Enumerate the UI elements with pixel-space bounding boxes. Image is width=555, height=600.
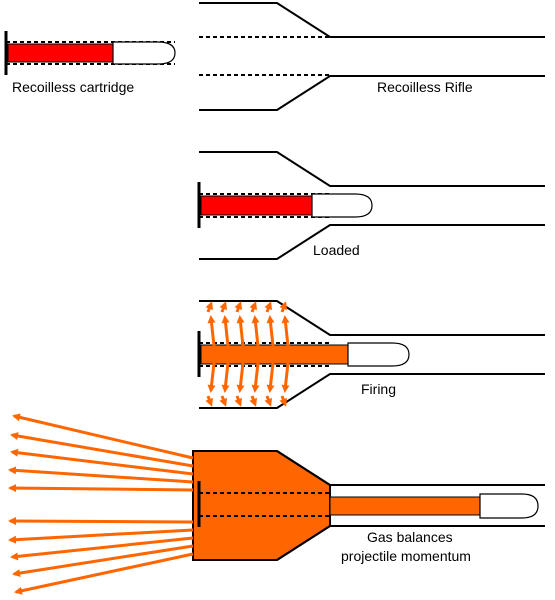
- loaded-lower-wall: [199, 224, 545, 260]
- exhaust-gas-arrows: [8, 413, 194, 595]
- vent-arrow-down: [251, 362, 260, 393]
- exhaust-arrow: [12, 544, 194, 578]
- loaded-projectile: [311, 193, 373, 218]
- exhaust-arrow: [12, 413, 194, 460]
- vent-arrow-down-tip: [205, 395, 213, 407]
- vent-arrow-up-tip: [264, 301, 272, 313]
- projectile: [112, 41, 176, 65]
- vent-arrow-down: [266, 362, 275, 393]
- vent-arrow-up: [221, 315, 230, 347]
- vent-arrow-up-tip: [279, 301, 287, 313]
- loaded-label: Loaded: [313, 242, 360, 258]
- vent-arrow-up-tip: [205, 301, 213, 313]
- vent-arrow-down: [221, 362, 230, 393]
- exhaust-arrow: [8, 517, 194, 526]
- vent-arrow-down-tip: [249, 395, 257, 407]
- vent-arrow-down: [281, 362, 290, 393]
- exhaust-arrow: [8, 484, 194, 493]
- firing-upper-wall: [199, 300, 545, 336]
- cartridge-label: Recoilless cartridge: [12, 79, 134, 95]
- loaded-panel: Loaded: [197, 151, 545, 260]
- firing-panel: Firing: [197, 300, 545, 409]
- vent-arrow-up: [281, 315, 290, 347]
- firing-label: Firing: [361, 381, 396, 397]
- exiting-projectile: [479, 493, 539, 519]
- rifle-label: Recoilless Rifle: [377, 79, 473, 95]
- loaded-upper-wall: [199, 151, 545, 187]
- rifle-lower-wall: [199, 75, 545, 111]
- cartridge-panel: Recoilless cartridge: [4, 31, 176, 95]
- vent-arrow-up-tip: [234, 301, 242, 313]
- gas-upper-wall: [199, 450, 545, 486]
- vent-gas-arrows: [205, 301, 290, 407]
- exhaust-arrow: [10, 536, 194, 561]
- vent-arrow-down-tip: [219, 395, 227, 407]
- firing-projectile: [347, 342, 410, 367]
- vent-arrow-up: [251, 315, 260, 347]
- vent-arrow-up: [266, 315, 275, 347]
- exhaust-arrow: [8, 528, 194, 544]
- vent-arrow-down: [207, 362, 216, 393]
- gas-cloud: [192, 450, 331, 561]
- vent-arrow-down: [236, 362, 245, 393]
- exhaust-arrow: [10, 432, 194, 468]
- gas-label-line1: Gas balances: [367, 529, 453, 545]
- vent-arrow-down-tip: [264, 395, 272, 407]
- vent-arrow-up: [236, 315, 245, 347]
- exhaust-arrow: [14, 552, 194, 595]
- vent-arrow-up-tip: [219, 301, 227, 313]
- exhaust-arrow: [8, 466, 194, 484]
- rifle-upper-wall: [199, 1, 545, 38]
- rifle-panel: Recoilless Rifle: [199, 1, 545, 111]
- vent-arrow-up: [207, 315, 216, 347]
- gas-label-line2: projectile momentum: [341, 548, 471, 564]
- gas-column: [329, 496, 481, 516]
- burning-propellant: [200, 344, 349, 365]
- loaded-propellant: [200, 195, 313, 216]
- gas-panel: Gas balances projectile momentum: [8, 413, 545, 595]
- vent-arrow-down-tip: [234, 395, 242, 407]
- exhaust-arrow: [10, 448, 194, 476]
- vent-arrow-down-tip: [279, 395, 287, 407]
- firing-lower-wall: [199, 373, 545, 409]
- propellant-charge: [7, 43, 114, 63]
- vent-arrow-up-tip: [249, 301, 257, 313]
- gas-lower-wall: [199, 525, 545, 561]
